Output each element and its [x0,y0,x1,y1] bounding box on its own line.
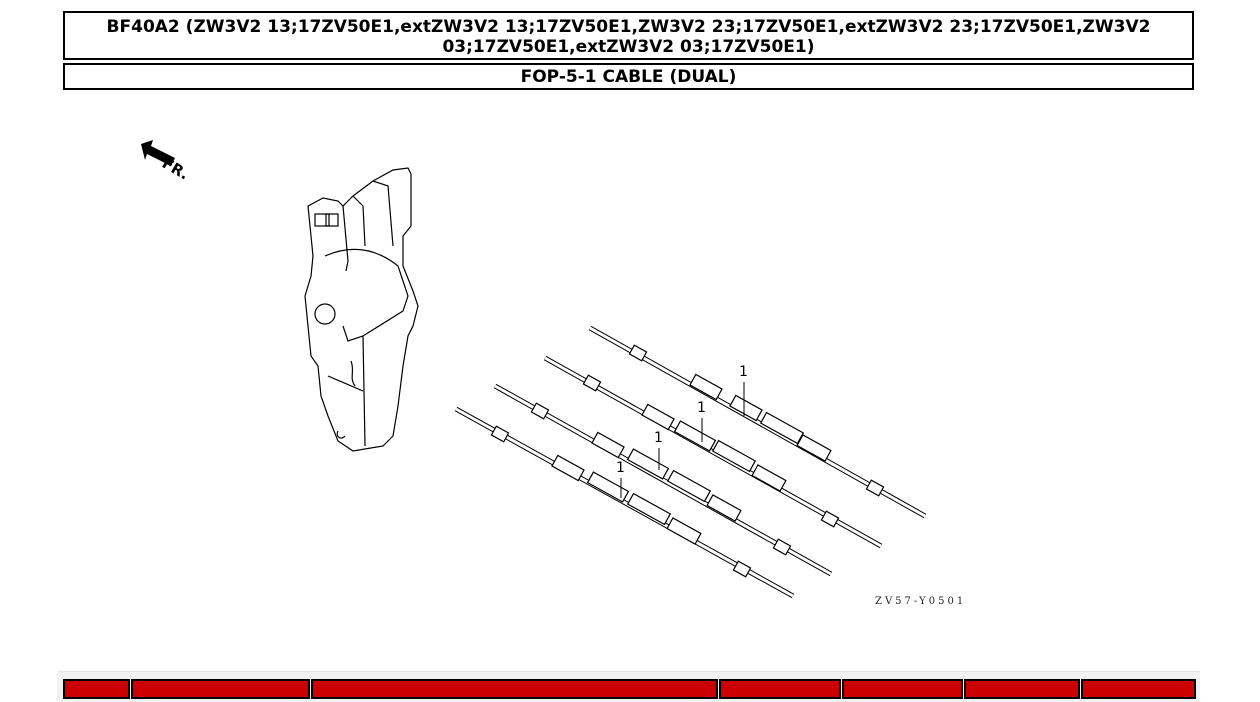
table-header-cell [311,679,718,699]
callout-leaders [620,382,745,498]
callout-1[interactable]: 1 [697,400,706,416]
table-header-cell [63,679,130,699]
table-header-cell [1081,679,1196,699]
callout-1[interactable]: 1 [616,460,625,476]
table-header-cell [842,679,963,699]
model-title: BF40A2 (ZW3V2 13;17ZV50E1,extZW3V2 13;17… [63,11,1194,60]
cable-3 [493,383,833,577]
parts-diagram-drawing [141,140,927,599]
parts-diagram: FR. 1 1 1 1 ZV57-Y0501 [63,96,1194,656]
callout-1[interactable]: 1 [739,364,748,380]
arrow-front-icon [141,140,175,166]
cable-2 [543,355,883,549]
table-header-cell [719,679,841,699]
section-title-text: FOP-5-1 CABLE (DUAL) [520,67,737,87]
section-title: FOP-5-1 CABLE (DUAL) [63,63,1194,90]
remote-control-box-drawing [304,167,419,452]
diagram-reference-code: ZV57-Y0501 [875,596,967,607]
table-header-cell [964,679,1080,699]
cable-4 [454,406,795,599]
callout-1[interactable]: 1 [654,430,663,446]
model-title-text: BF40A2 (ZW3V2 13;17ZV50E1,extZW3V2 13;17… [106,17,1151,57]
cable-1 [588,325,927,519]
control-cables-drawing [454,325,927,599]
parts-table [57,671,1200,702]
table-header-cell [131,679,310,699]
